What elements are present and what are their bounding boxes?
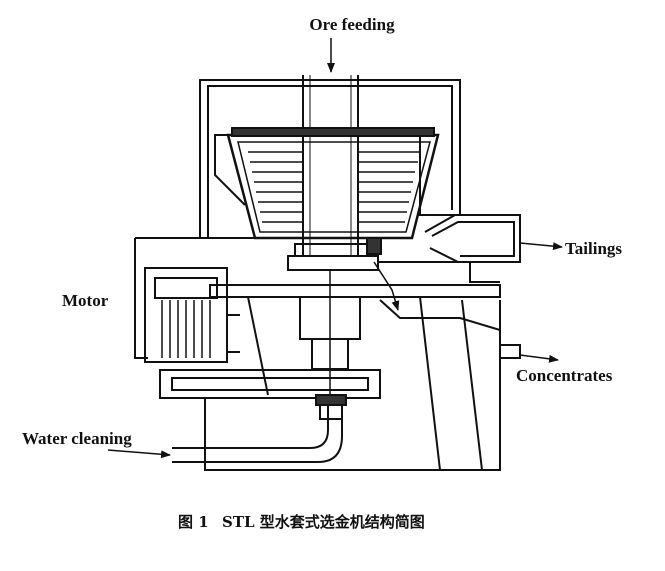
concentrates-arrow	[519, 354, 559, 363]
water-cleaning-arrow	[107, 449, 171, 459]
outlet-nozzle	[366, 237, 382, 255]
water-cleaning-label: Water cleaning	[22, 429, 132, 448]
figure-number: 图 1	[178, 513, 209, 531]
machine-frame	[134, 237, 500, 359]
machine-base	[204, 398, 500, 471]
belt-housing	[159, 369, 381, 399]
top-housing	[199, 79, 461, 238]
concentrating-bowl	[226, 133, 440, 240]
bowl-rings	[248, 151, 420, 223]
tailings-chute	[424, 214, 521, 263]
figure-caption: STL 型水套式选金机结构简图	[222, 513, 425, 531]
concentrates-label: Concentrates	[516, 366, 613, 385]
machine-legs	[247, 296, 501, 471]
base-plate	[209, 284, 501, 298]
feed-pipe	[302, 75, 359, 255]
tailings-label: Tailings	[565, 239, 622, 258]
concentrate-flow-arrow	[373, 261, 400, 311]
motor	[144, 267, 228, 363]
bowl-hub	[294, 243, 372, 257]
motor-label: Motor	[62, 291, 109, 310]
ore-feeding-label: Ore feeding	[309, 15, 395, 34]
tailings-arrow	[519, 242, 563, 251]
water-inlet-pipe	[172, 394, 347, 463]
